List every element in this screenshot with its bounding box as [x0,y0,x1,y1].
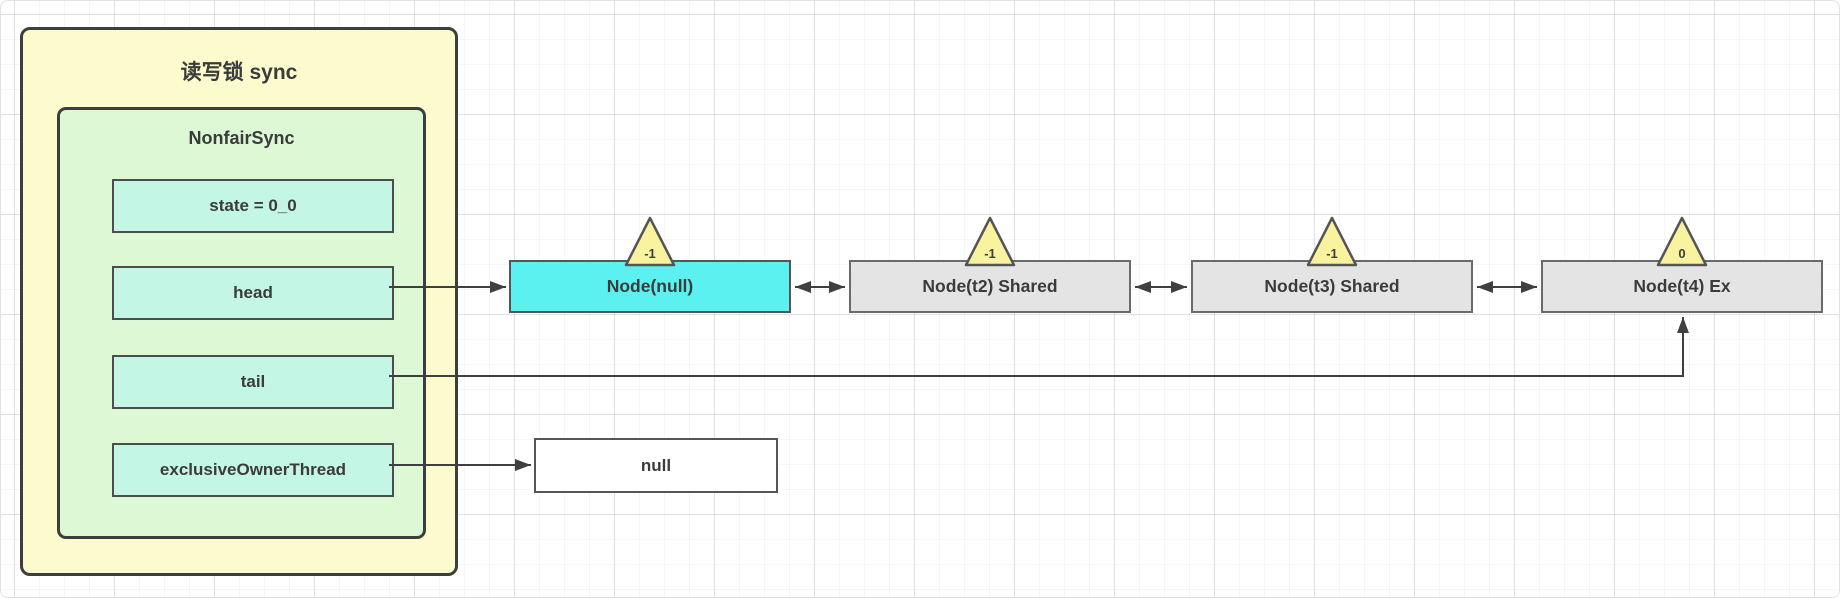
wait-status-triangle-icon: 0 [1656,215,1708,267]
tail-pointer-arrow [389,317,1689,377]
queue-node-head-null: Node(null) [509,260,791,313]
field-state: state = 0_0 [112,179,394,233]
wait-status-triangle-icon: -1 [1306,215,1358,267]
null-value-box: null [534,438,778,493]
wait-status-value: 0 [1678,246,1686,261]
queue-node-t2-shared: Node(t2) Shared [849,260,1131,313]
field-exclusive-owner-thread: exclusiveOwnerThread [112,443,394,497]
triangle-icon [964,216,1016,267]
wait-status-value: -1 [644,246,656,261]
triangle-icon [624,216,676,267]
field-tail: tail [112,355,394,409]
nonfairsync-title: NonfairSync [188,128,295,148]
queue-node-t3-shared: Node(t3) Shared [1191,260,1473,313]
queue-node-t4-exclusive: Node(t4) Ex [1541,260,1823,313]
wait-status-value: -1 [1326,246,1338,261]
rw-lock-sync-title: 读写锁 sync [180,61,298,84]
field-head: head [112,266,394,320]
rw-lock-sync-container: 读写锁 sync NonfairSync state = 0_0 head ta… [20,27,458,576]
triangle-icon [1656,216,1708,267]
wait-status-triangle-icon: -1 [624,215,676,267]
wait-status-triangle-icon: -1 [964,215,1016,267]
wait-status-value: -1 [984,246,996,261]
triangle-icon [1306,216,1358,267]
nonfairsync-container: NonfairSync state = 0_0 head tail exclus… [57,107,426,539]
